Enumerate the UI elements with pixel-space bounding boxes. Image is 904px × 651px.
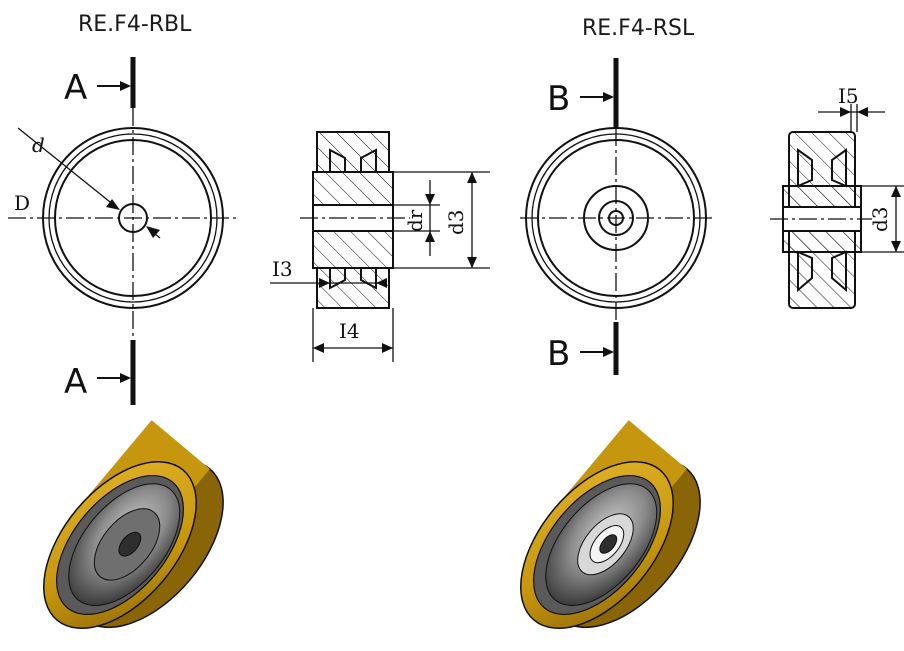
section-label-a-top: A: [64, 68, 87, 108]
dim-label-I4: I4: [339, 319, 360, 343]
rbl-3d-wheel: [43, 420, 224, 630]
section-label-b-bottom: B: [547, 334, 570, 374]
dim-label-D: D: [14, 191, 30, 215]
rsl-3d-wheel: [520, 420, 701, 630]
rbl-front-view: A A d D: [8, 57, 238, 405]
title-rsl: RE.F4-RSL: [582, 16, 695, 41]
rsl-section-view: I5 d3: [770, 84, 904, 309]
dim-label-I3: I3: [272, 257, 293, 281]
dim-label-d3-right: d3: [868, 206, 892, 232]
dim-label-d3-left: d3: [444, 209, 468, 235]
section-label-a-bottom: A: [64, 362, 87, 402]
dim-label-dr: dr: [403, 209, 427, 232]
rsl-front-view: B B: [520, 58, 714, 375]
section-label-b-top: B: [547, 79, 570, 119]
rbl-section-view: dr d3 I3 I4: [270, 131, 490, 362]
dim-label-d: d: [32, 133, 45, 157]
dim-label-I5: I5: [838, 84, 859, 108]
title-rbl: RE.F4-RBL: [78, 12, 192, 37]
